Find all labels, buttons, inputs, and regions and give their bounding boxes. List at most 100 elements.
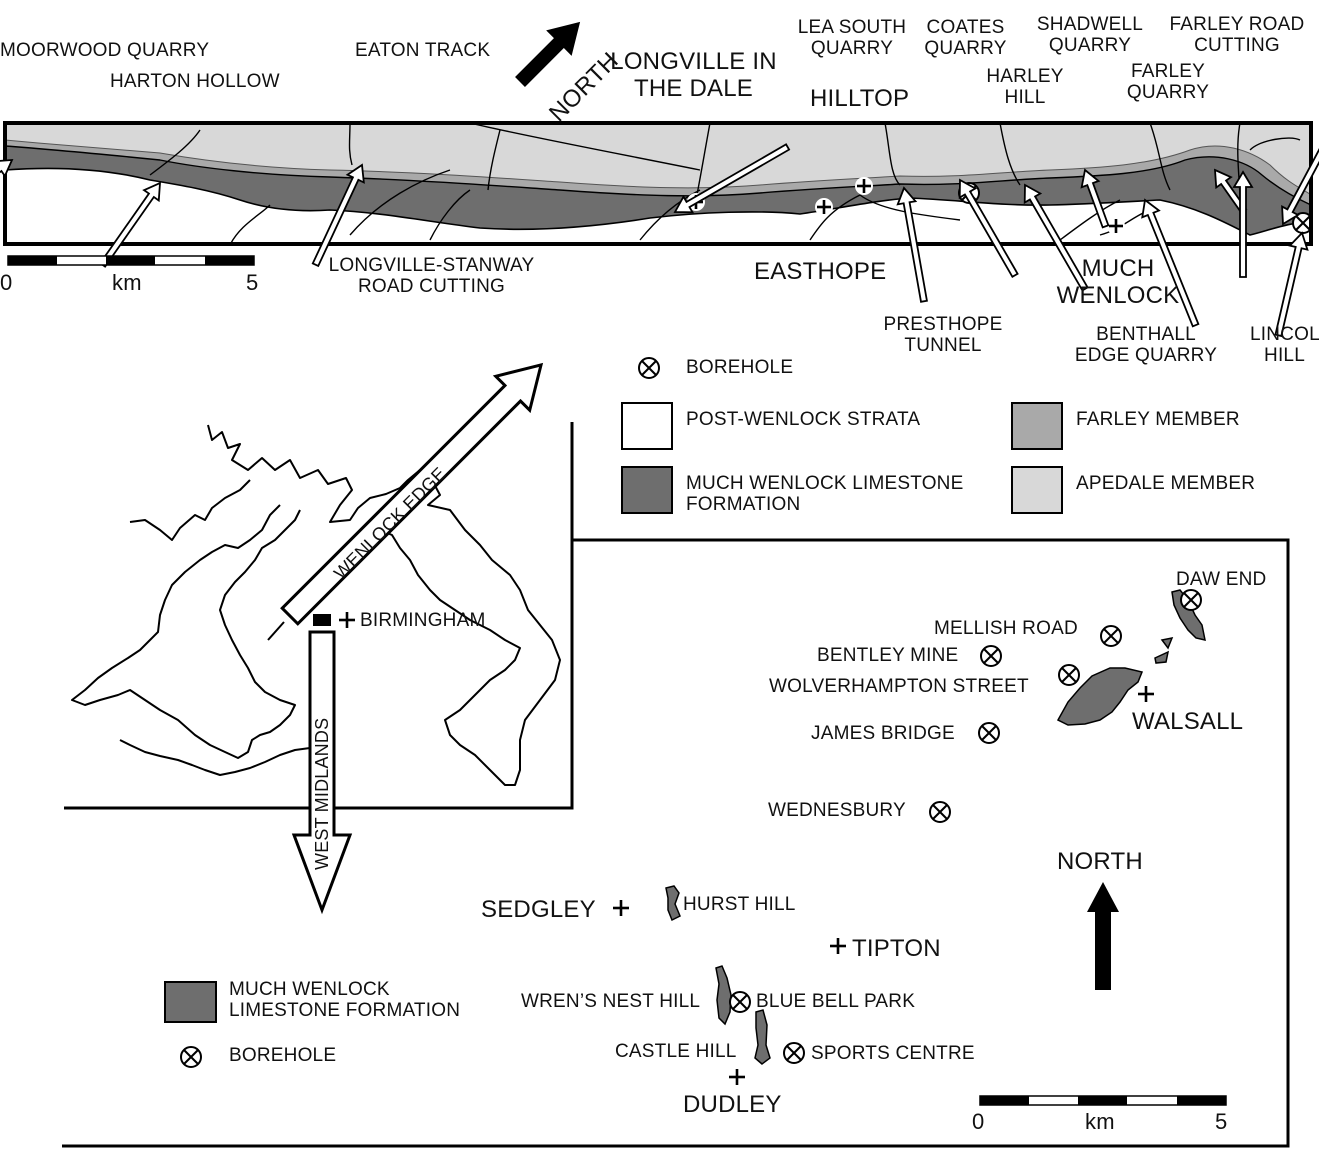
outcrop-wrens-nest — [715, 965, 732, 1026]
legend-bottom-borehole-icon — [180, 1046, 202, 1068]
label-hilltop: HILLTOP — [810, 85, 910, 112]
label-eaton-track: EATON TRACK — [355, 40, 491, 61]
label-benthall-edge-quarry: BENTHALL EDGE QUARRY — [1074, 324, 1218, 367]
borehole-blue-bell-park — [729, 991, 751, 1013]
scale-top-start: 0 — [0, 270, 13, 295]
town-marker-hilltop — [853, 175, 875, 197]
borehole-wednesbury — [929, 801, 951, 823]
west-midlands-pointer-arrow — [291, 630, 353, 915]
legend-farley-swatch — [1011, 402, 1063, 450]
label-daw-end: DAW END — [1176, 569, 1267, 590]
label-presthope-tunnel: PRESTHOPE TUNNEL — [883, 314, 1003, 357]
legend-label-much-wenlock: MUCH WENLOCK LIMESTONE FORMATION — [686, 473, 964, 516]
wenlock-edge-pointer-arrow — [280, 362, 544, 626]
label-walsall: WALSALL — [1132, 708, 1244, 735]
label-moorwood-quarry: MOORWOOD QUARRY — [0, 40, 210, 61]
legend-bottom-much-wenlock-swatch — [164, 981, 217, 1023]
legend-label-borehole: BOREHOLE — [686, 357, 794, 378]
label-blue-bell-park: BLUE BELL PARK — [756, 991, 916, 1012]
borehole-mellish-road — [1100, 625, 1122, 647]
north-arrow-bottom-icon — [1087, 882, 1119, 990]
label-harley-hill: HARLEY HILL — [986, 66, 1064, 109]
scale-top-unit: km — [112, 270, 142, 295]
scale-bar-top — [7, 255, 255, 266]
birmingham-marker — [337, 610, 357, 630]
label-bentley-mine: BENTLEY MINE — [817, 645, 959, 666]
label-much-wenlock: MUCH WENLOCK — [1056, 255, 1180, 310]
outcrop-castle-hill — [754, 1009, 771, 1065]
legend-label-post-wenlock: POST-WENLOCK STRATA — [686, 409, 921, 430]
legend-top — [621, 357, 1063, 514]
scale-bar-bottom — [979, 1095, 1227, 1106]
label-farley-quarry: FARLEY QUARRY — [1126, 61, 1210, 104]
west-midlands-map — [62, 538, 1290, 1148]
borehole-james-bridge — [978, 722, 1000, 744]
inset-coastline — [207, 424, 561, 786]
label-birmingham: BIRMINGHAM — [360, 610, 486, 631]
outcrop-hurst-hill — [665, 885, 681, 922]
label-sports-centre: SPORTS CENTRE — [811, 1043, 975, 1064]
legend-label-apedale: APEDALE MEMBER — [1076, 473, 1256, 494]
inset-map — [64, 362, 574, 915]
label-james-bridge: JAMES BRIDGE — [811, 723, 955, 744]
label-north-bottom: NORTH — [1057, 848, 1143, 875]
label-wolverhampton-street: WOLVERHAMPTON STREET — [769, 676, 1029, 697]
strip-map-frame — [3, 121, 1313, 246]
upper-boundary-line — [5, 139, 1311, 196]
wenlock-edge-strip-map — [5, 123, 1311, 244]
label-wrens-nest-hill: WREN’S NEST HILL — [521, 991, 701, 1012]
label-lea-south-quarry: LEA SOUTH QUARRY — [797, 17, 907, 60]
label-sedgley: SEDGLEY — [481, 896, 596, 923]
label-dudley: DUDLEY — [683, 1091, 782, 1118]
borehole-wolverhampton-street — [1058, 664, 1080, 686]
town-marker-much-wenlock — [1105, 215, 1127, 237]
outcrop-boundary-line — [5, 145, 1311, 206]
borehole-bentley-mine — [980, 645, 1002, 667]
legend-bottom — [164, 981, 217, 1068]
faults-and-roads — [149, 123, 1301, 244]
label-lincoln-hill: LINCOLN HILL — [1250, 324, 1319, 367]
borehole-sports-centre — [783, 1042, 805, 1064]
town-marker-easthope — [813, 196, 835, 218]
label-tipton: TIPTON — [852, 935, 941, 962]
label-longville-in-the-dale: LONGVILLE IN THE DALE — [610, 48, 777, 103]
legend-borehole-icon — [638, 357, 660, 379]
town-marker-walsall — [1136, 684, 1156, 704]
inset-coastline-wales — [71, 504, 301, 759]
label-wednesbury: WEDNESBURY — [768, 800, 906, 821]
inset-coastline-bristol — [119, 739, 329, 776]
inset-frame-lines — [64, 422, 574, 810]
label-coates-quarry: COATES QUARRY — [924, 17, 1007, 60]
locality-pointers — [0, 111, 1319, 338]
scale-top-end: 5 — [246, 270, 259, 295]
label-easthope: EASTHOPE — [754, 258, 887, 285]
outcrop-small-2 — [1154, 650, 1170, 664]
label-mellish-road: MELLISH ROAD — [934, 618, 1078, 639]
label-farley-road-cutting: FARLEY ROAD CUTTING — [1169, 14, 1305, 57]
legend-much-wenlock-swatch — [621, 466, 673, 514]
town-marker-sedgley — [611, 898, 631, 918]
borehole-daw-end — [1180, 589, 1202, 611]
legend-apedale-swatch — [1011, 466, 1063, 514]
label-castle-hill: CASTLE HILL — [615, 1041, 737, 1062]
inset-coastline-north — [129, 479, 251, 541]
west-midlands-frame — [62, 538, 1290, 1148]
wenlock-edge-trace — [267, 621, 285, 641]
label-shadwell-quarry: SHADWELL QUARRY — [1036, 14, 1144, 57]
legend-bottom-label-borehole: BOREHOLE — [229, 1045, 337, 1066]
outcrop-small-1 — [1160, 636, 1174, 650]
town-marker-dudley — [727, 1067, 747, 1087]
label-longville-stanway-road-cutting: LONGVILLE-STANWAY ROAD CUTTING — [328, 255, 535, 298]
scale-bottom-end: 5 — [1215, 1109, 1228, 1134]
label-west-midlands-arrow: WEST MIDLANDS — [312, 717, 332, 870]
town-marker-tipton — [828, 936, 848, 956]
scale-bottom-unit: km — [1085, 1109, 1115, 1134]
legend-label-farley: FARLEY MEMBER — [1076, 409, 1240, 430]
north-arrow-top-icon — [515, 21, 581, 87]
label-harton-hollow: HARTON HOLLOW — [110, 71, 280, 92]
label-hurst-hill: HURST HILL — [683, 894, 796, 915]
outcrop-walsall — [1056, 667, 1144, 726]
scale-bottom-start: 0 — [972, 1109, 985, 1134]
